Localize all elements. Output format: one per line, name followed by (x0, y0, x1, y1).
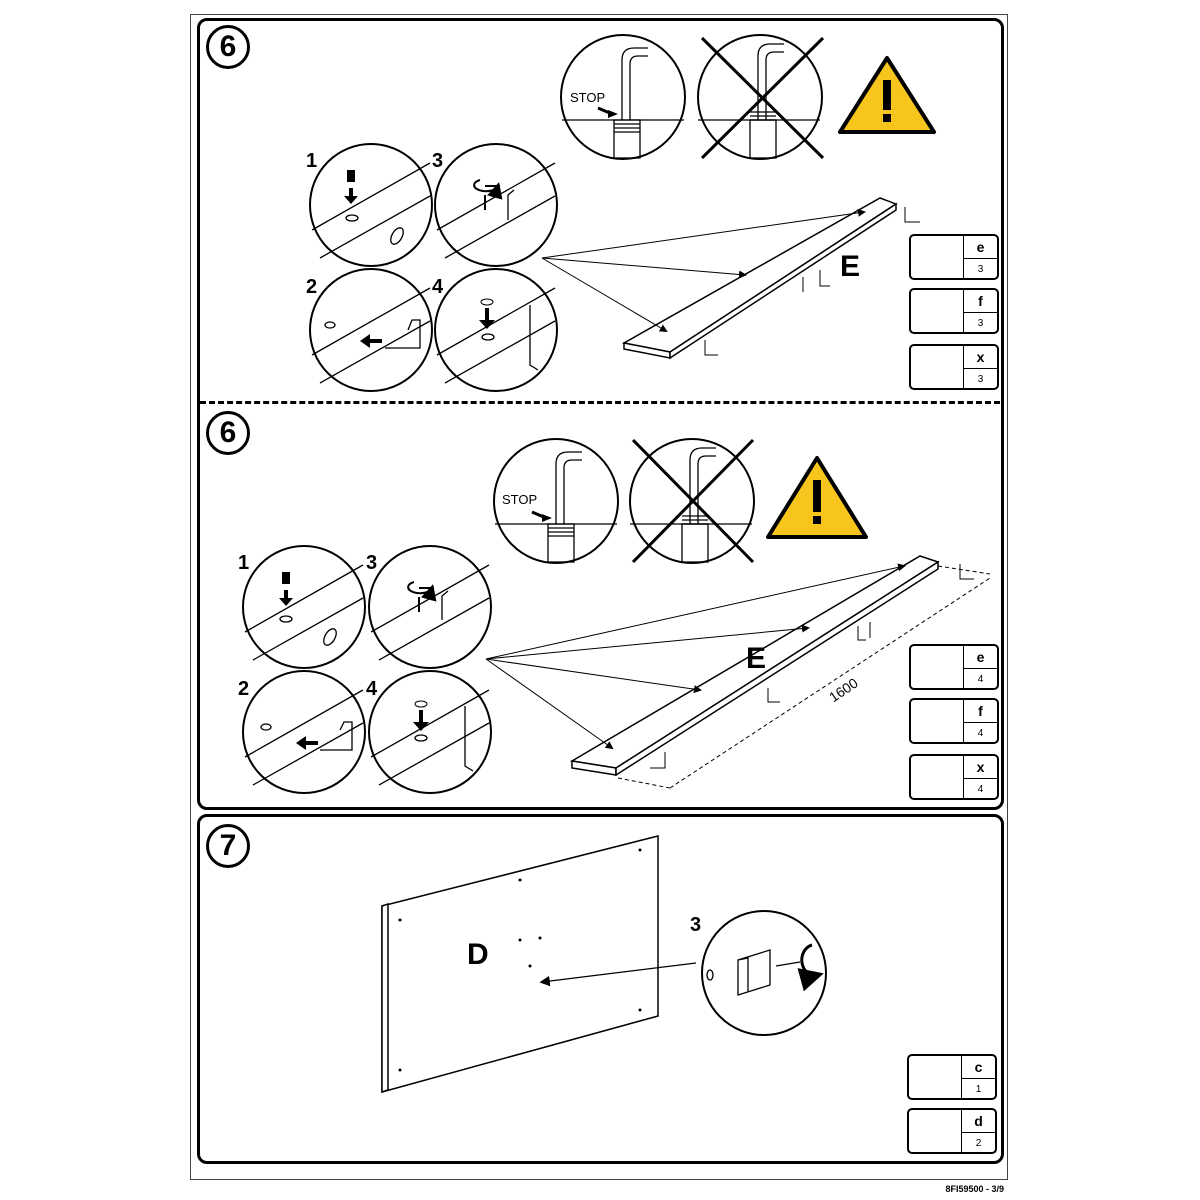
detail-circle-3 (434, 143, 558, 267)
step-number-6b: 6 (206, 411, 250, 455)
part-box-e: e 3 (909, 234, 999, 280)
stop-label-b: STOP (502, 492, 538, 507)
sub-step-label: 3 (432, 150, 444, 172)
part-letter-d: D (467, 938, 489, 971)
part-box-f-b: f 4 (909, 698, 999, 744)
sub-step-label: 3 (690, 914, 702, 936)
sub-step-label: 2 (238, 678, 250, 700)
stop-detail-circle (560, 34, 686, 160)
stop-label: STOP (570, 90, 606, 105)
step-6a-detail-circles (309, 143, 558, 392)
part-qty: 4 (977, 674, 984, 685)
part-qty: 4 (977, 728, 984, 739)
detail-circle-4 (434, 268, 558, 392)
warning-triangle-icon (838, 56, 936, 134)
part-letter-e: E (840, 250, 861, 283)
detail-circle-4b (368, 670, 492, 794)
sub-step-label: 1 (238, 552, 250, 574)
sub-step-label: 1 (306, 150, 318, 172)
sub-step-label: 2 (306, 276, 318, 298)
step-number-6: 6 (206, 25, 250, 69)
part-label: c (974, 1059, 983, 1075)
part-box-c: c 1 (907, 1054, 997, 1100)
part-qty: 2 (975, 1138, 982, 1149)
step7-detail-circle (701, 910, 827, 1036)
step-6-panel (197, 18, 1004, 810)
part-box-f: f 3 (909, 288, 999, 334)
part-qty: 3 (977, 264, 984, 275)
part-letter-e-b: E (746, 642, 767, 675)
part-label: x (976, 349, 985, 365)
part-box-x-b: x 4 (909, 754, 999, 800)
part-box-e-b: e 4 (909, 644, 999, 690)
step-number-7: 7 (206, 824, 250, 868)
part-label: x (976, 759, 985, 775)
detail-circle-3b (368, 545, 492, 669)
detail-circle-1b (242, 545, 366, 669)
part-label: d (974, 1113, 983, 1129)
part-box-d: d 2 (907, 1108, 997, 1154)
part-box-x: x 3 (909, 344, 999, 390)
warning-triangle-icon-b (766, 456, 868, 539)
part-qty: 3 (977, 318, 984, 329)
dashed-divider (200, 401, 1000, 404)
part-qty: 4 (977, 784, 984, 795)
sub-step-label: 4 (432, 276, 444, 298)
detail-circle-1 (309, 143, 433, 267)
sub-step-label: 4 (366, 678, 378, 700)
part-qty: 3 (977, 374, 984, 385)
part-qty: 1 (975, 1084, 982, 1095)
step-7-panel (197, 814, 1004, 1164)
detail-circle-2b (242, 670, 366, 794)
part-label: f (978, 293, 983, 309)
part-label: f (978, 703, 983, 719)
sub-step-label: 3 (366, 552, 378, 574)
detail-circle-2 (309, 268, 433, 392)
document-code: 8FI59500 - 3/9 (945, 1184, 1004, 1194)
part-label: e (976, 239, 985, 255)
part-label: e (976, 649, 985, 665)
page-frame (190, 14, 1008, 1180)
